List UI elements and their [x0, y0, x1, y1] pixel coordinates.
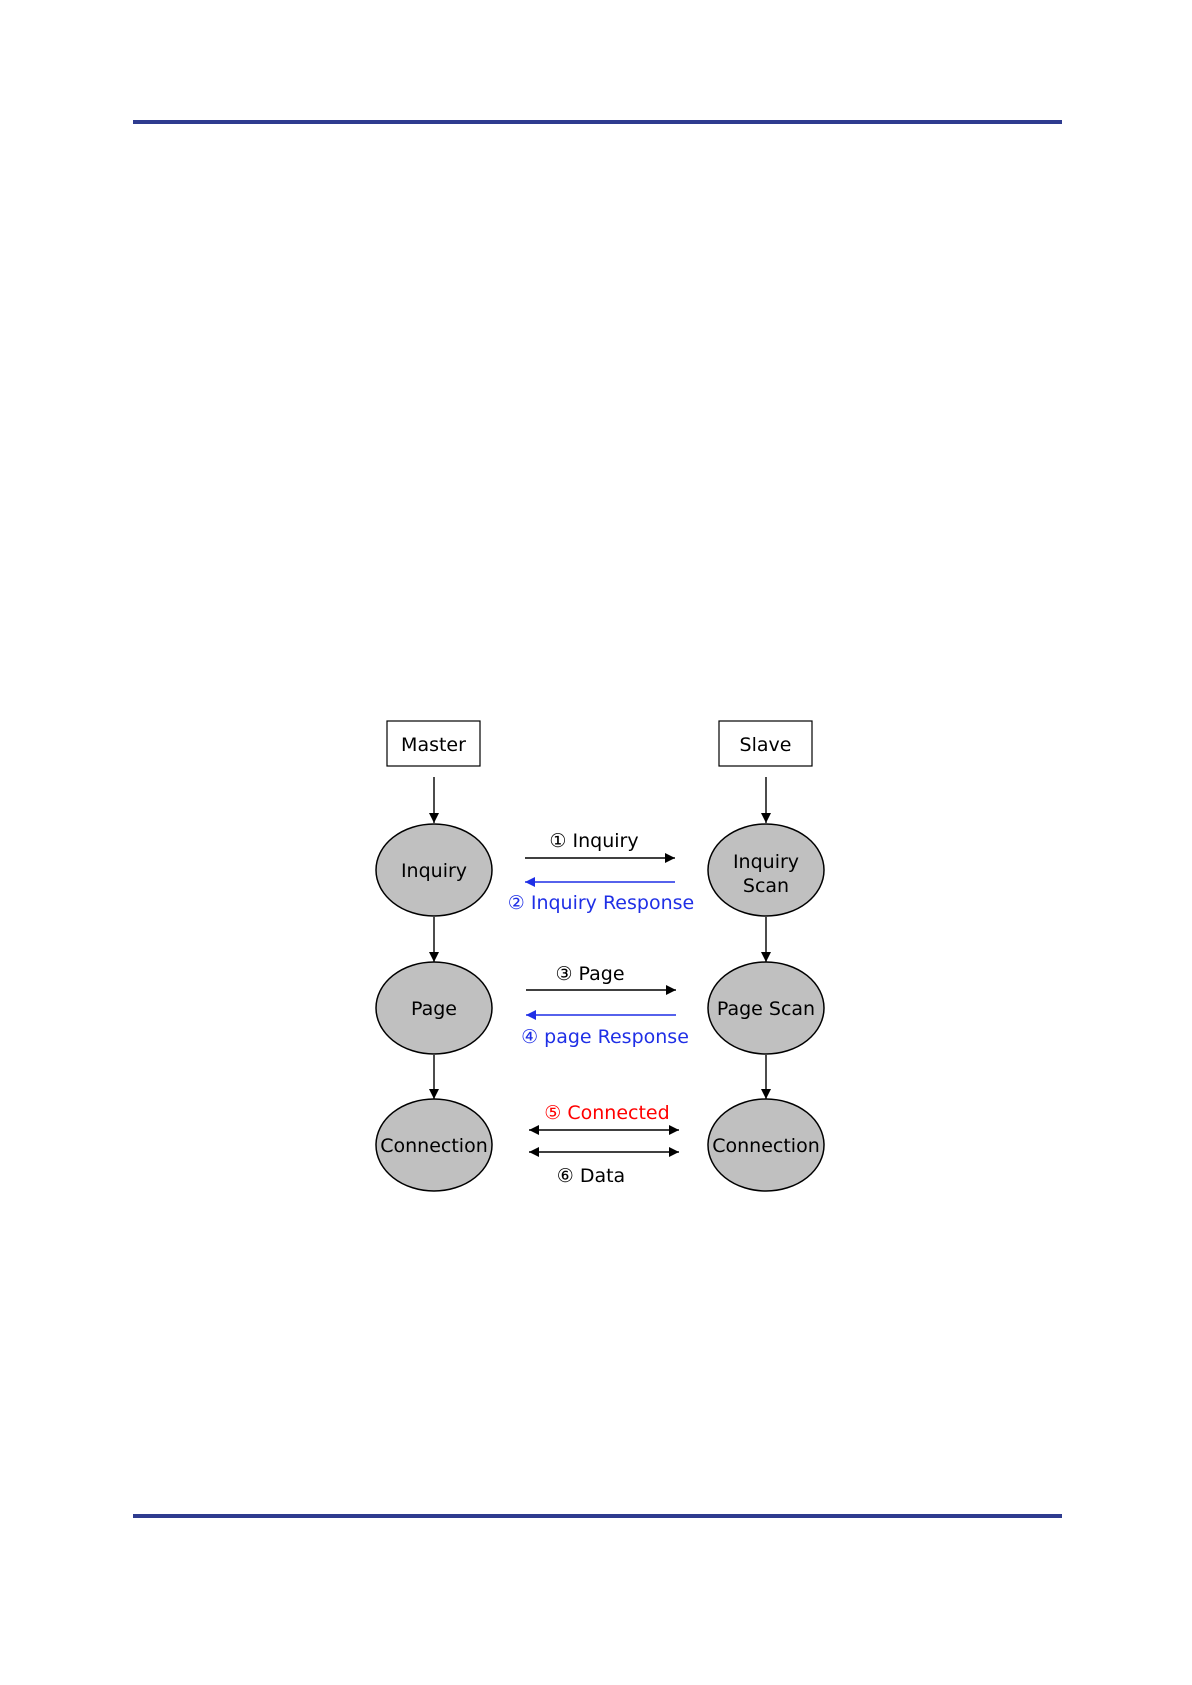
page-message-label: ③ Page: [555, 963, 624, 985]
master-box: Master: [387, 721, 480, 766]
master-inquiry-state: Inquiry: [376, 824, 492, 916]
master-label: Master: [401, 734, 466, 756]
data-message-label: ⑥ Data: [557, 1165, 625, 1187]
slave-connection-label: Connection: [712, 1135, 820, 1157]
slave-inquiry-scan-label-line1: Inquiry: [733, 851, 799, 873]
master-page-label: Page: [411, 998, 457, 1020]
master-inquiry-label: Inquiry: [401, 860, 467, 882]
master-connection-state: Connection: [376, 1099, 492, 1191]
master-page-state: Page: [376, 962, 492, 1054]
inquiry-response-label: ② Inquiry Response: [508, 892, 694, 914]
slave-page-scan-state: Page Scan: [708, 962, 824, 1054]
slave-inquiry-scan-state: Inquiry Scan: [708, 824, 824, 916]
footer-rule: [133, 1514, 1062, 1518]
master-connection-label: Connection: [380, 1135, 488, 1157]
slave-connection-state: Connection: [708, 1099, 824, 1191]
slave-label: Slave: [740, 734, 792, 756]
slave-box: Slave: [719, 721, 812, 766]
connected-message-label: ⑤ Connected: [544, 1102, 669, 1124]
page-response-label: ④ page Response: [521, 1026, 689, 1048]
slave-inquiry-scan-label-line2: Scan: [743, 875, 789, 897]
slave-page-scan-label: Page Scan: [717, 998, 815, 1020]
inquiry-message-label: ① Inquiry: [549, 830, 638, 852]
